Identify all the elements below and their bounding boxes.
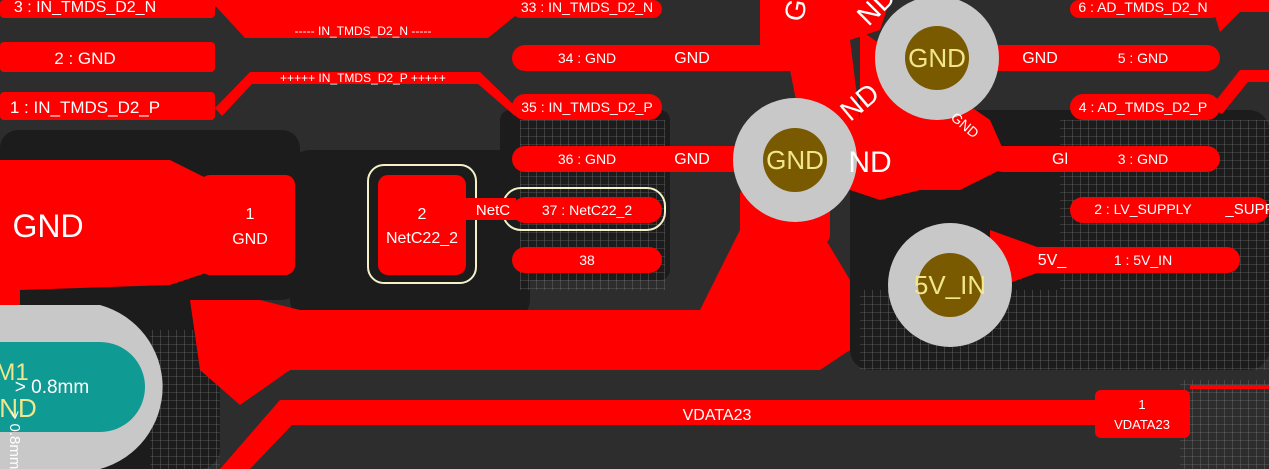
pad-35-label: 35 : IN_TMDS_D2_P (521, 99, 653, 115)
trace-gnd-r-label: GND (1022, 50, 1058, 67)
mount-clearance-label: > 0.8mm (15, 377, 89, 398)
left-pad-2 (0, 42, 215, 72)
mount-hole-m1[interactable] (0, 305, 163, 469)
pour-gnd-big-label: GND (12, 208, 83, 244)
trace-vdata-label: VDATA23 (683, 407, 752, 424)
vdata-pad-number: 1 (1138, 397, 1145, 412)
trace-gnd-b-label: GND (674, 151, 710, 168)
trace-gl-label: Gl (1052, 151, 1068, 168)
left-pad-1-label: 1 : IN_TMDS_D2_P (10, 98, 160, 117)
pad-r4-label: 4 : AD_TMDS_D2_P (1079, 99, 1207, 115)
trace-5v-label: 5V_ (1038, 252, 1068, 269)
mount-nd-label: ND (0, 393, 37, 423)
cap-pad-1[interactable] (205, 175, 295, 275)
trace-netc-label: NetC (476, 202, 510, 219)
pad-r2-label: 2 : LV_SUPPLY (1094, 201, 1192, 217)
left-pad-1 (0, 92, 215, 120)
via-gnd-2[interactable] (733, 98, 857, 222)
trace-d2p-label: +++++ IN_TMDS_D2_P +++++ (280, 71, 446, 85)
via-5v-label: 5V_IN (914, 270, 986, 300)
via-5v-in[interactable] (888, 223, 1012, 347)
pad-38-label: 38 (579, 252, 595, 268)
cap-pad-1-number: 1 (246, 206, 255, 223)
via-gnd-2-label: GND (766, 145, 824, 175)
pad-34-label: 34 : GND (558, 50, 616, 66)
left-pad-3-label: 3 : IN_TMDS_D2_N (14, 0, 156, 16)
cap-pad-2-net: NetC22_2 (386, 230, 458, 247)
pour-nd-right-label: ND (848, 146, 891, 179)
pad-33-label: 33 : IN_TMDS_D2_N (521, 0, 653, 15)
mount-clearance-vertical-label: > 0.8mm (6, 411, 23, 469)
pad-r6-label: 6 : AD_TMDS_D2_N (1078, 0, 1207, 15)
pad-36-label: 36 : GND (558, 151, 616, 167)
trace-supp-label: _SUPP (1224, 201, 1269, 218)
cap-pad-2[interactable] (378, 175, 466, 275)
left-pad-2-label: 2 : GND (54, 49, 115, 68)
pour-g-top-label: G (778, 0, 812, 24)
via-gnd-1[interactable] (875, 0, 999, 120)
via-gnd-1-label: GND (908, 43, 966, 73)
netc-trace (466, 198, 516, 220)
vdata-pad-net: VDATA23 (1114, 417, 1170, 432)
pad-r1-label: 1 : 5V_IN (1114, 252, 1172, 268)
trace-d2n-label: ----- IN_TMDS_D2_N ----- (295, 24, 432, 38)
pad-37-label: 37 : NetC22_2 (542, 202, 632, 218)
cap-pad-1-net: GND (232, 231, 268, 248)
pad-r3-label: 3 : GND (1118, 151, 1169, 167)
mount-m1-label: M1 (0, 359, 29, 386)
cap-pad-2-number: 2 (418, 206, 427, 223)
trace-gnd-a-label: GND (674, 50, 710, 67)
left-pad-3 (0, 0, 215, 18)
pad-r5-label: 5 : GND (1118, 50, 1169, 66)
